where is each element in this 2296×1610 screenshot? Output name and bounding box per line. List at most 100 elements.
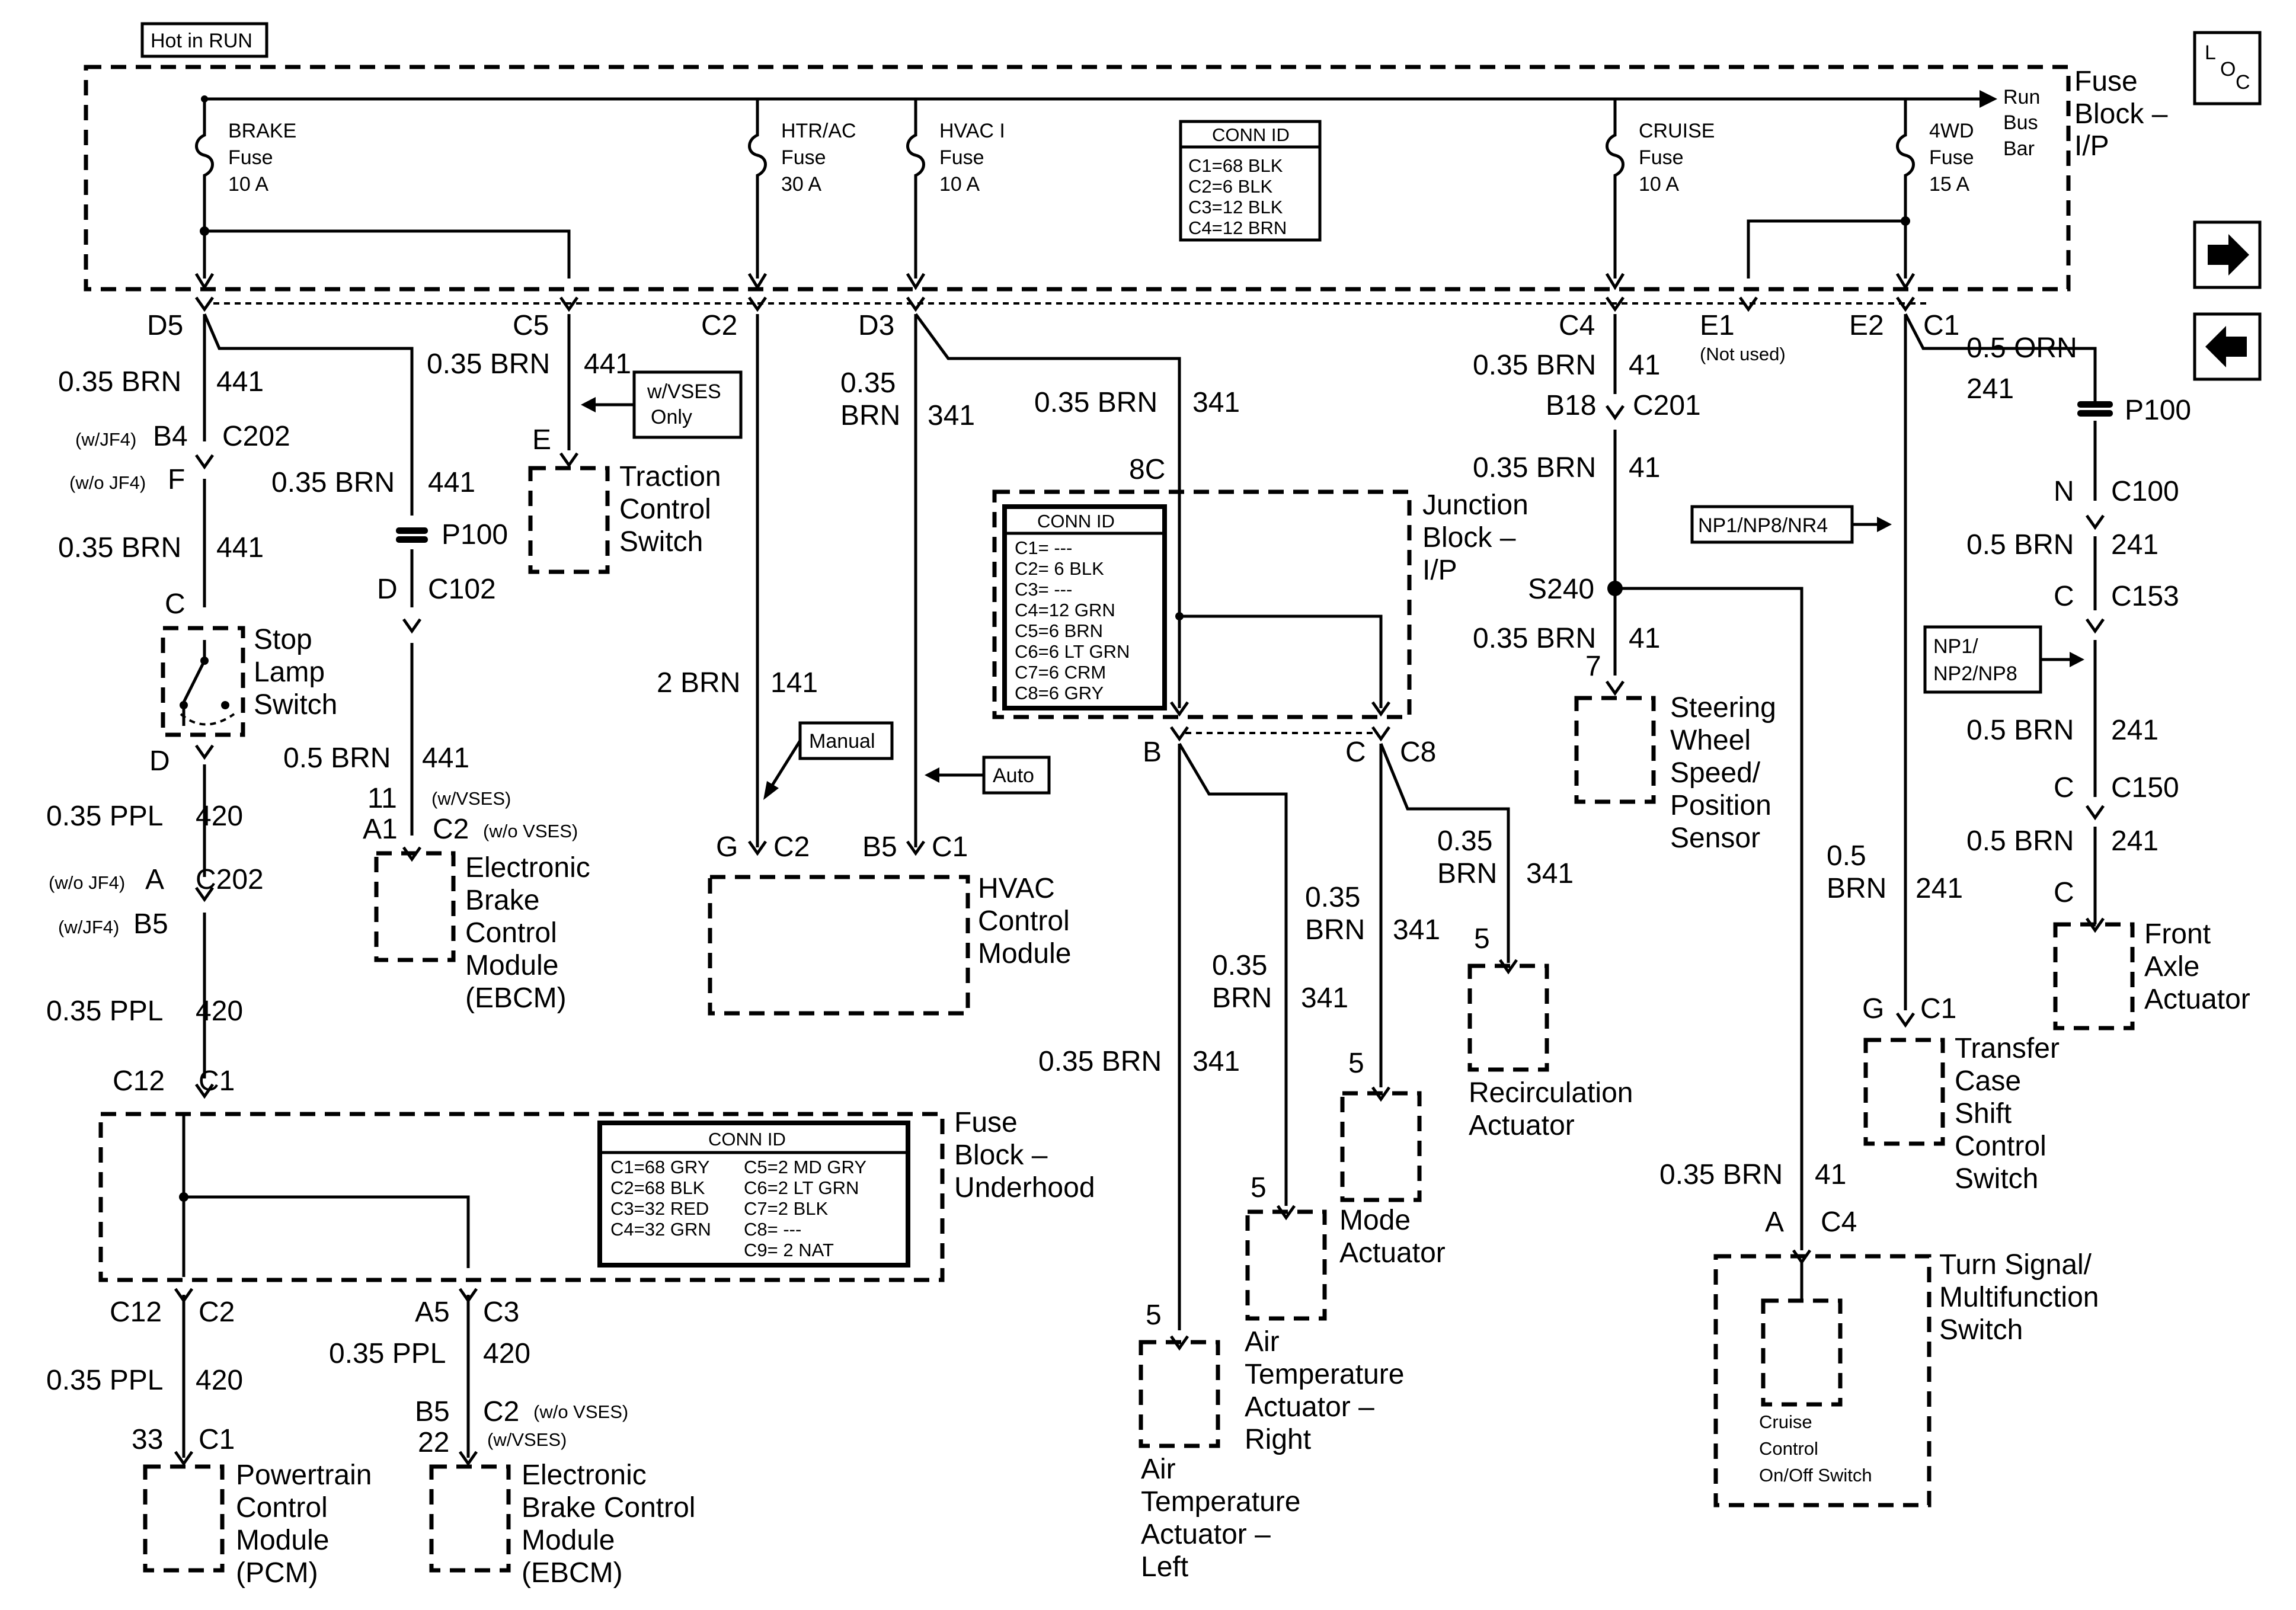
connector-d5: D5 — [147, 310, 183, 341]
traction-control-switch: Traction Control Switch — [528, 461, 721, 574]
svg-text:0.5 BRN: 0.5 BRN — [1966, 715, 2074, 746]
location-icon: L O C — [2193, 31, 2262, 105]
svg-text:0.35 BRN: 0.35 BRN — [427, 348, 550, 380]
svg-text:C3= ---: C3= --- — [1015, 579, 1072, 600]
svg-text:BRN: BRN — [840, 400, 900, 431]
svg-text:Module: Module — [522, 1525, 615, 1556]
svg-text:B5: B5 — [862, 831, 897, 863]
svg-text:0.5 BRN: 0.5 BRN — [1966, 825, 2074, 857]
connector-chevron — [174, 1288, 194, 1304]
svg-text:441: 441 — [422, 742, 469, 774]
svg-text:Underhood: Underhood — [954, 1172, 1095, 1204]
svg-text:C100: C100 — [2111, 476, 2179, 507]
svg-text:22: 22 — [418, 1427, 449, 1458]
svg-text:Axle: Axle — [2144, 951, 2199, 982]
svg-text:BRN: BRN — [1212, 982, 1272, 1014]
svg-text:11: 11 — [367, 783, 397, 814]
svg-text:I/P: I/P — [2074, 130, 2109, 162]
svg-text:C: C — [1345, 737, 1366, 768]
svg-text:2 BRN: 2 BRN — [657, 667, 740, 699]
svg-text:C153: C153 — [2111, 581, 2179, 612]
connector-c1: C1 — [1923, 310, 1959, 341]
svg-text:141: 141 — [770, 667, 818, 699]
svg-text:C: C — [2054, 772, 2074, 804]
svg-text:10 A: 10 A — [228, 173, 268, 196]
svg-text:Fuse: Fuse — [781, 146, 826, 169]
svg-text:Block –: Block – — [954, 1140, 1048, 1171]
svg-text:8C: 8C — [1129, 454, 1165, 485]
svg-text:Position: Position — [1670, 790, 1771, 821]
svg-text:41: 41 — [1629, 452, 1660, 484]
svg-text:Brake: Brake — [465, 885, 539, 916]
connector-chevron — [1169, 1335, 1189, 1351]
svg-text:241: 241 — [1916, 873, 1963, 904]
svg-text:C1= ---: C1= --- — [1015, 537, 1072, 558]
np-note-a: NP1/NP8/NR4 — [1690, 505, 1892, 544]
svg-text:Control: Control — [236, 1492, 328, 1523]
svg-text:Fuse: Fuse — [1929, 146, 1974, 169]
svg-text:0.5 ORN: 0.5 ORN — [1966, 332, 2077, 364]
brake-circuit — [203, 313, 571, 1078]
svg-text:Switch: Switch — [1939, 1314, 2023, 1346]
svg-text:C5=2 MD GRY: C5=2 MD GRY — [744, 1157, 866, 1177]
svg-text:P100: P100 — [2125, 395, 2191, 426]
svg-text:C1=68 GRY: C1=68 GRY — [610, 1157, 709, 1177]
svg-text:Module: Module — [978, 938, 1071, 969]
svg-text:I/P: I/P — [1422, 555, 1457, 586]
svg-text:341: 341 — [1526, 858, 1574, 889]
svg-text:CONN ID: CONN ID — [708, 1129, 786, 1150]
svg-text:Recirculation: Recirculation — [1469, 1077, 1633, 1109]
svg-text:Block –: Block – — [2074, 98, 2168, 130]
svg-text:C: C — [2054, 877, 2074, 908]
svg-text:Brake Control: Brake Control — [522, 1492, 695, 1523]
svg-text:Bar: Bar — [2003, 137, 2035, 160]
conn-id-table-junction: CONN ID C1= --- C2= 6 BLK C3= --- C4=12 … — [1002, 504, 1167, 710]
svg-text:CONN ID: CONN ID — [1037, 511, 1115, 532]
svg-text:Case: Case — [1955, 1065, 2021, 1097]
svg-text:Left: Left — [1141, 1551, 1188, 1583]
svg-text:Cruise: Cruise — [1759, 1411, 1812, 1432]
svg-text:BRAKE: BRAKE — [228, 120, 296, 142]
connector-chevron — [402, 618, 422, 634]
svg-text:(w/VSES): (w/VSES) — [431, 788, 511, 809]
arrow-right-icon[interactable] — [2193, 220, 2262, 289]
arrow-left-icon[interactable] — [2193, 312, 2262, 381]
svg-text:C3: C3 — [483, 1297, 519, 1328]
svg-text:C: C — [165, 588, 186, 620]
svg-text:C3=12 BLK: C3=12 BLK — [1188, 197, 1283, 217]
svg-text:420: 420 — [196, 801, 243, 832]
fuse-block-ip: Fuse Block – I/P — [84, 65, 2168, 292]
svg-text:A1: A1 — [363, 814, 398, 845]
svg-text:C7=2 BLK: C7=2 BLK — [744, 1198, 829, 1219]
svg-text:0.35 PPL: 0.35 PPL — [46, 996, 163, 1027]
svg-text:Actuator: Actuator — [1469, 1110, 1575, 1141]
svg-text:441: 441 — [428, 467, 475, 498]
junction-block-ip: Junction Block – I/P — [992, 489, 1528, 719]
auto-note: Auto — [925, 756, 1051, 795]
svg-text:Control: Control — [465, 917, 557, 949]
svg-text:C: C — [2236, 71, 2250, 94]
4wd-circuit — [1904, 313, 2097, 1010]
connector-chevron — [1371, 1086, 1391, 1102]
svg-text:33: 33 — [132, 1424, 163, 1455]
svg-text:C2: C2 — [433, 814, 469, 845]
svg-text:420: 420 — [196, 996, 243, 1027]
connector-chevron — [1738, 296, 1758, 312]
svg-text:(w/o JF4): (w/o JF4) — [49, 872, 125, 893]
svg-text:C2= 6 BLK: C2= 6 BLK — [1015, 558, 1104, 579]
svg-text:Traction: Traction — [619, 461, 721, 492]
cruise-circuit — [1607, 314, 1803, 1250]
svg-text:241: 241 — [1966, 373, 2014, 405]
svg-text:0.5: 0.5 — [1827, 840, 1866, 872]
svg-text:B5: B5 — [133, 908, 168, 940]
svg-text:C7=6 CRM: C7=6 CRM — [1015, 662, 1106, 683]
manual-note: Manual — [763, 721, 894, 800]
recirculation-actuator: Recirculation Actuator — [1467, 964, 1633, 1141]
svg-text:C8= ---: C8= --- — [744, 1219, 801, 1240]
svg-text:Steering: Steering — [1670, 692, 1776, 724]
svg-text:Control: Control — [978, 905, 1070, 937]
connector-chevron — [402, 846, 422, 862]
svg-text:D: D — [149, 745, 170, 777]
conn-id-table-ip: CONN ID C1=68 BLK C2=6 BLK C3=12 BLK C4=… — [1179, 120, 1322, 242]
